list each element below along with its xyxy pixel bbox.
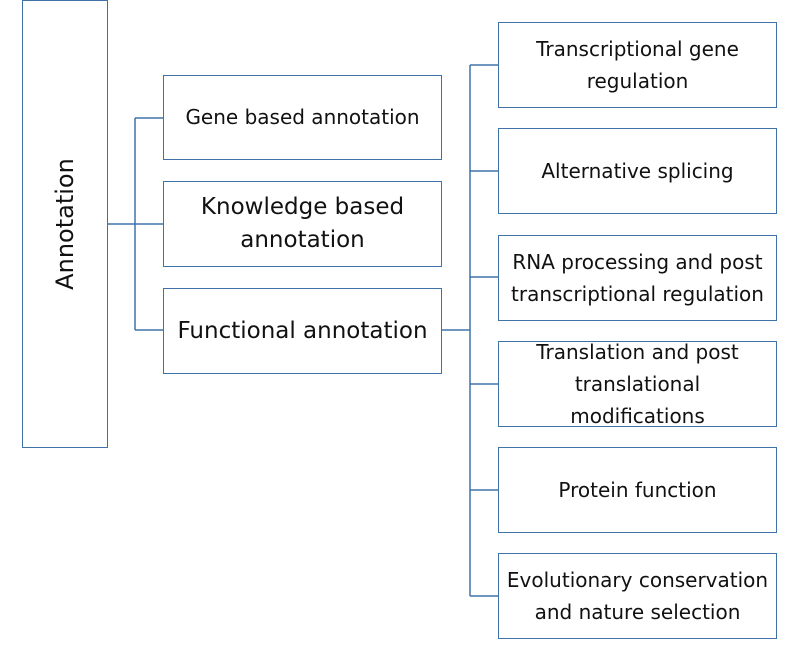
- subcategory-label: Protein function: [558, 478, 717, 502]
- subcategory-node-evolutionary: Evolutionary conservation and nature sel…: [498, 553, 777, 639]
- subcategory-node-splicing: Alternative splicing: [498, 128, 777, 214]
- category-node-gene-based: Gene based annotation: [163, 75, 442, 160]
- category-node-functional: Functional annotation: [163, 288, 442, 374]
- category-label: Functional annotation: [177, 317, 428, 344]
- subcategory-node-rna-processing: RNA processing and post transcriptional …: [498, 235, 777, 321]
- subcategory-node-translation: Translation and post translational modif…: [498, 340, 777, 428]
- category-label: Knowledge based annotation: [200, 194, 405, 253]
- root-label: Annotation: [51, 158, 79, 290]
- subcategory-label: Alternative splicing: [541, 159, 734, 183]
- subcategory-label: Translation and post translational modif…: [536, 340, 739, 428]
- subcategory-node-protein-function: Protein function: [498, 447, 777, 533]
- root-node-annotation: Annotation: [22, 0, 108, 448]
- subcategory-node-transcriptional: Transcriptional gene regulation: [498, 22, 777, 108]
- subcategory-label: RNA processing and post transcriptional …: [511, 250, 764, 306]
- subcategory-label: Transcriptional gene regulation: [536, 37, 739, 93]
- category-node-knowledge-based: Knowledge based annotation: [163, 181, 442, 267]
- subcategory-label: Evolutionary conservation and nature sel…: [506, 568, 769, 624]
- category-label: Gene based annotation: [185, 105, 420, 129]
